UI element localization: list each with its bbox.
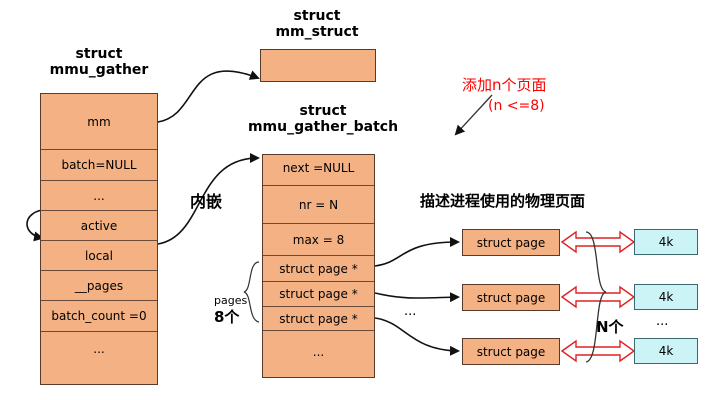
mmu-gather-struct: mm batch=NULL ... active local __pages b… <box>40 93 158 385</box>
arrow-mm-to-mm-struct <box>157 70 260 123</box>
field-next: next =NULL <box>263 155 374 186</box>
n-count: N个 <box>596 318 624 336</box>
ellipsis-mid: ... <box>404 304 417 319</box>
page-4k-1: 4k <box>634 229 698 255</box>
red-double-arrow-1 <box>560 230 636 254</box>
field-ellipsis-1: ... <box>41 181 157 211</box>
describe-label: 描述进程使用的物理页面 <box>420 192 586 210</box>
embedded-label: 内嵌 <box>190 192 223 211</box>
arrow-local-to-batch <box>157 153 260 245</box>
arrow-add-pages <box>454 94 493 136</box>
mm-struct-title-line2: mm_struct <box>275 24 359 40</box>
batch-title-line2: mmu_gather_batch <box>247 119 399 135</box>
arrow-active-to-local <box>26 209 44 242</box>
mmu-gather-title: struct mmu_gather <box>40 46 158 78</box>
arrow-page-ptr-3 <box>374 317 460 356</box>
arrow-page-ptr-2 <box>374 292 460 303</box>
batch-struct: next =NULL nr = N max = 8 struct page * … <box>262 154 375 378</box>
mmu-gather-title-line2: mmu_gather <box>49 62 149 78</box>
field-ellipsis-3: ... <box>312 345 325 359</box>
n-brace <box>585 231 607 363</box>
add-pages-annotation: 添加n个页面 <box>462 76 547 94</box>
red-double-arrow-3 <box>560 339 636 363</box>
mmu-gather-title-line1: struct <box>75 46 123 62</box>
batch-title: struct mmu_gather_batch <box>238 103 408 135</box>
page-box-1: struct page <box>462 229 560 256</box>
field-ellipsis-2: ... <box>93 342 105 356</box>
field-page-ptr-1: struct page * <box>263 256 374 282</box>
field-batch: batch=NULL <box>41 150 157 181</box>
field-nr: nr = N <box>263 186 374 224</box>
field-max: max = 8 <box>263 224 374 256</box>
field-batch-count: batch_count =0 <box>41 301 157 332</box>
field-mm: mm <box>41 94 157 150</box>
red-double-arrow-2 <box>560 285 636 309</box>
ellipsis-right: ... <box>656 314 669 329</box>
field-page-ptr-2: struct page * <box>263 282 374 307</box>
mm-struct-box <box>260 49 376 82</box>
pages-brace <box>243 261 260 323</box>
add-pages-limit: (n <=8) <box>488 98 545 114</box>
page-box-2: struct page <box>462 284 560 311</box>
mm-struct-title-line1: struct <box>293 8 341 24</box>
page-4k-2: 4k <box>634 284 698 310</box>
field-local: local <box>41 241 157 271</box>
field-page-ptr-3: struct page * <box>263 307 374 331</box>
pages-label: pages <box>214 294 248 307</box>
arrow-page-ptr-1 <box>374 237 460 267</box>
page-4k-3: 4k <box>634 338 698 364</box>
pages-count: 8个 <box>214 308 240 326</box>
field-active: active <box>41 211 157 241</box>
batch-title-line1: struct <box>299 103 347 119</box>
field-pages: __pages <box>41 271 157 301</box>
page-box-3: struct page <box>462 338 560 365</box>
mm-struct-title: struct mm_struct <box>258 8 376 40</box>
